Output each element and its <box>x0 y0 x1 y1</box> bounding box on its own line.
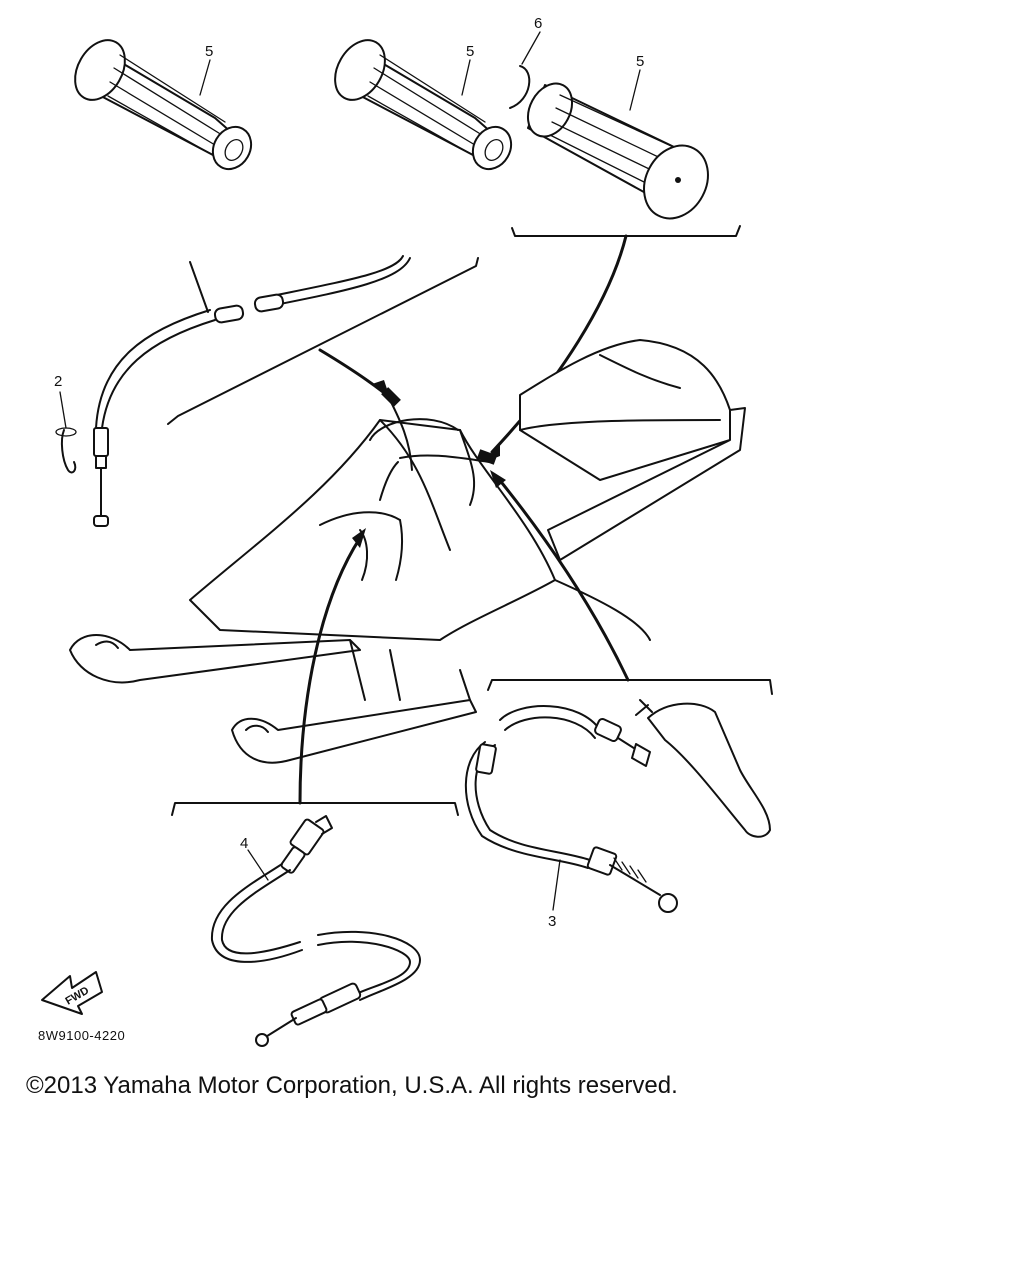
callout-grip-left: 5 <box>205 43 213 60</box>
leader-grip-right <box>629 69 641 111</box>
arrow-part-4 <box>298 536 362 805</box>
bracket-part-3 <box>487 679 773 695</box>
grip-right <box>526 82 709 220</box>
bracket-part-4 <box>171 802 459 816</box>
clip-ring <box>509 65 531 109</box>
callout-part-2: 2 <box>54 373 62 390</box>
leader-part-3 <box>552 859 561 911</box>
parts-diagram: 5 5 6 5 <box>38 15 773 1047</box>
diagram-ref-code: 8W9100-4220 <box>38 1028 125 1043</box>
leader-part-4 <box>247 849 269 881</box>
callout-grip-middle: 5 <box>466 43 474 60</box>
snowmobile-body <box>69 339 746 764</box>
arrow-grips-right <box>490 234 628 454</box>
fwd-arrow-icon: FWD <box>41 971 103 1015</box>
leader-grip-middle <box>461 59 471 96</box>
choke-cable <box>210 815 421 1047</box>
arrow-grips-left <box>318 348 385 394</box>
grip-middle <box>334 39 513 171</box>
callout-part-6: 6 <box>534 15 542 32</box>
leader-grip-left <box>199 59 211 96</box>
throttle-cable <box>93 255 411 527</box>
callout-grip-right: 5 <box>636 53 644 70</box>
brake-cable <box>464 699 771 913</box>
copyright-notice: ©2013 Yamaha Motor Corporation, U.S.A. A… <box>26 1072 678 1099</box>
arrow-part-3 <box>496 476 630 682</box>
callout-part-3: 3 <box>548 913 556 930</box>
leader-part-2 <box>59 391 67 429</box>
grip-left <box>74 39 253 171</box>
cable-clip <box>55 427 77 474</box>
callout-part-4: 4 <box>240 835 248 852</box>
leader-part-6 <box>521 31 541 65</box>
bracket-grips-left <box>167 257 479 425</box>
